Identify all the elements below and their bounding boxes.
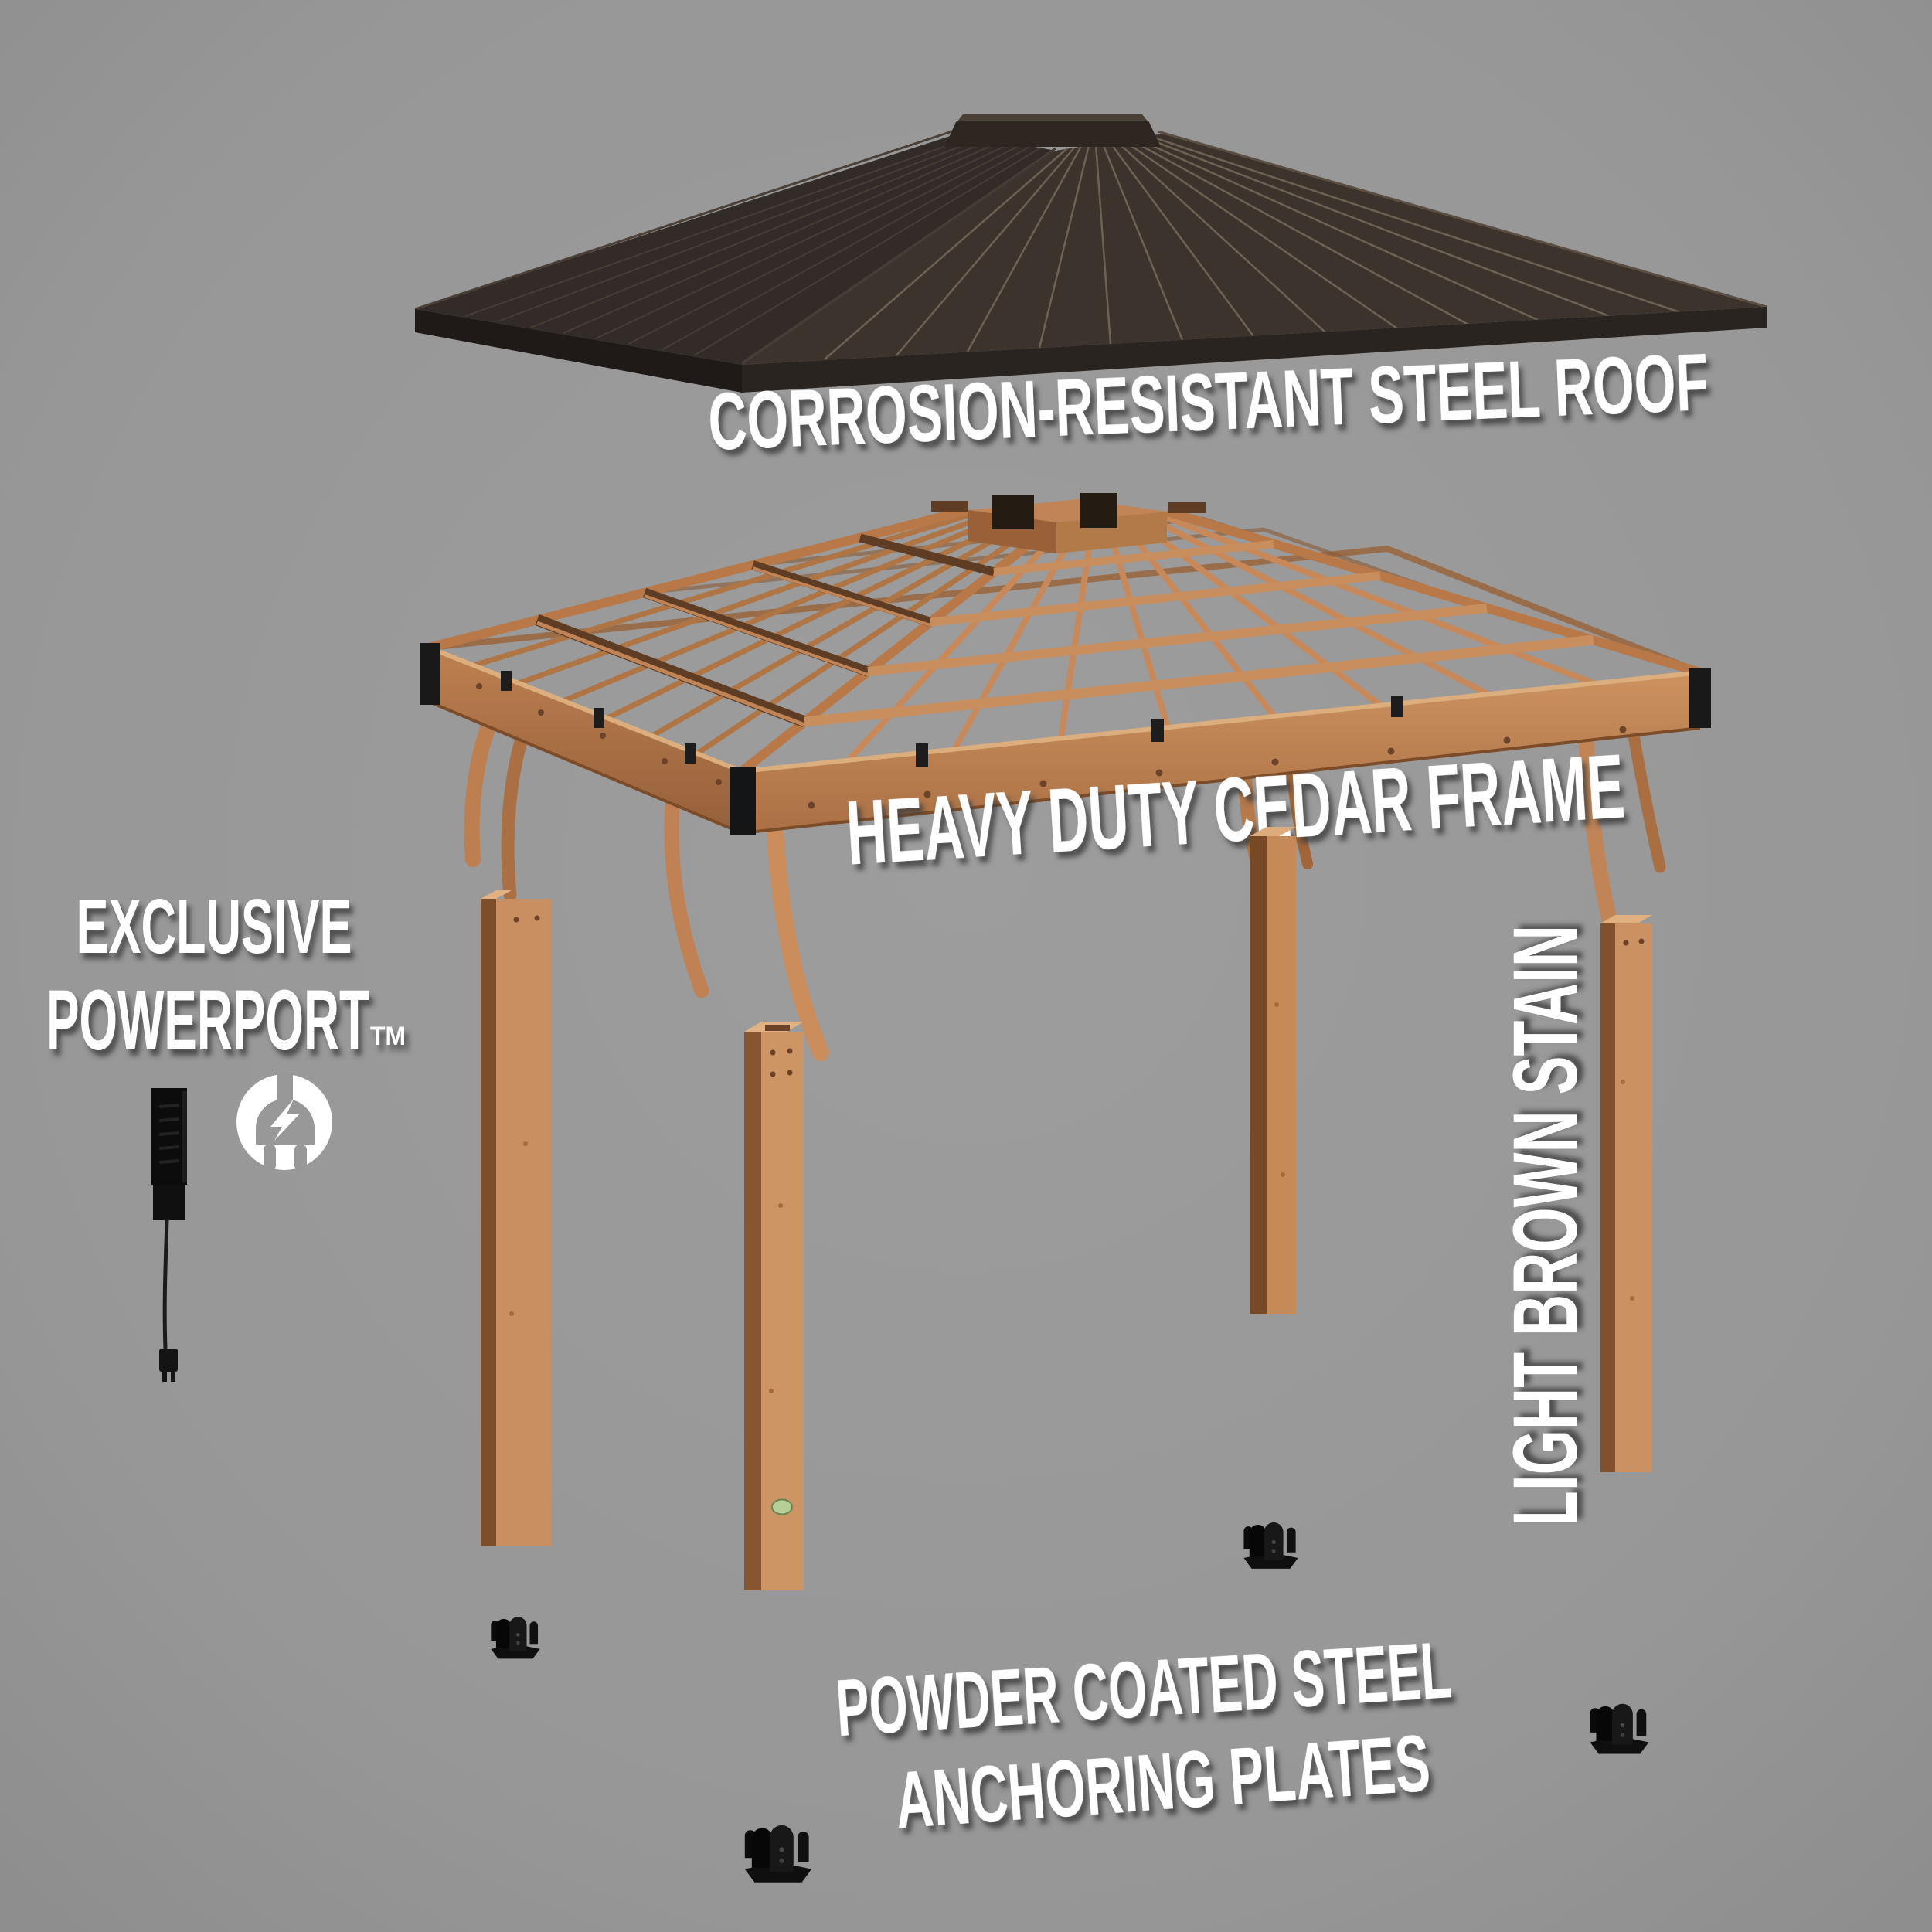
frame-cap-socket (1080, 493, 1117, 528)
roof-hip-edge-front (741, 147, 1056, 365)
powerport-label-line1: EXCLUSIVE (77, 883, 352, 970)
lightning-bolt-icon (270, 1099, 299, 1141)
roof-fascia-right (742, 307, 1767, 393)
anchor-plate-4 (1590, 1703, 1649, 1754)
frame-brace (766, 804, 829, 1061)
frame-rafters-right (846, 510, 1595, 763)
frame-purlin-rings (535, 533, 1594, 728)
frame-rafters-left (472, 509, 1046, 756)
roof-left-face (415, 133, 1056, 365)
roof-cap (944, 121, 1161, 147)
roof-seams-left (464, 136, 1042, 356)
roof-hip-edge-left (414, 128, 957, 311)
frame-band-right (742, 672, 1700, 833)
anchor-plate-1 (491, 1617, 540, 1659)
powerport-vents (158, 1104, 180, 1164)
frame-back-band (428, 545, 1702, 675)
anchor-plate-2 (744, 1825, 812, 1883)
powerport: EXCLUSIVE POWERPORT TM (46, 883, 406, 1382)
powerport-label-line2: POWERPORT (46, 973, 369, 1068)
post-badge (771, 1498, 793, 1515)
roof-cap-top (957, 114, 1148, 122)
cedar-frame (420, 493, 1711, 1061)
frame-cap-socket (992, 495, 1034, 529)
post-2 (744, 1022, 804, 1590)
plug-prong (264, 1145, 276, 1171)
frame-band-left (429, 648, 742, 833)
frame-brace (1626, 720, 1666, 873)
roof-hip-edge-right (1157, 130, 1767, 308)
cedar-posts (481, 827, 1652, 1590)
roof-seams-right (824, 135, 1683, 360)
anchor-plate-3 (1243, 1522, 1298, 1569)
steel-roof (414, 114, 1767, 393)
frame-cap (931, 493, 1206, 553)
roof-fascia-left (415, 309, 742, 393)
post-3 (1250, 827, 1296, 1314)
plug-cord-stem (277, 1073, 293, 1104)
powerport-icon (236, 1073, 332, 1171)
post-4 (1600, 915, 1652, 1472)
frame-band-screws (476, 683, 1627, 809)
powerport-plug-end (159, 1349, 178, 1372)
stain-label: LIGHT BROWN STAIN (1495, 925, 1597, 1526)
post-1 (481, 890, 551, 1546)
plug-prong (294, 1145, 307, 1171)
powerport-device (151, 1088, 187, 1382)
frame-hip-rafters (427, 505, 1702, 775)
frame-corner-brackets (420, 643, 1711, 835)
frame-brace (664, 782, 709, 998)
powerport-trademark: TM (370, 1022, 406, 1051)
powerport-cord (162, 1219, 169, 1349)
